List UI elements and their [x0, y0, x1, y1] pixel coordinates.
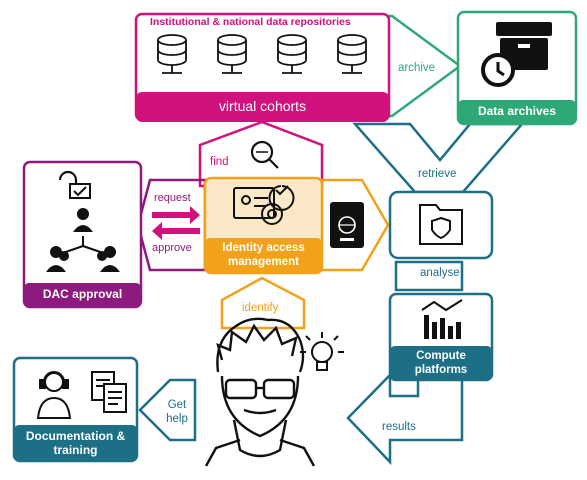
edge-find: find: [210, 156, 229, 168]
repositories-label: Institutional & national data repositori…: [150, 16, 351, 28]
edge-get-help: Get help: [166, 399, 188, 425]
documentation-bar: [14, 425, 137, 461]
documents-icon: [91, 371, 127, 413]
results-connector: [346, 371, 464, 466]
database-icon: [337, 34, 367, 74]
data-archives-label: Data archives: [477, 104, 557, 118]
virtual-cohorts-label: virtual cohorts: [218, 98, 307, 114]
edge-archive: archive: [398, 62, 436, 74]
id-card-icon: [233, 187, 275, 219]
data-archives-bar: [458, 100, 576, 124]
database-icon: [277, 34, 307, 74]
checkbox-icon: [69, 183, 91, 199]
folder-shield-icon: [419, 204, 463, 245]
researcher-icon: [204, 317, 316, 467]
passport-icon: [330, 202, 364, 248]
iam-label: Identity access management: [222, 242, 305, 268]
swap-arrows-icon: [152, 206, 200, 240]
dac-approval-label: DAC approval: [42, 287, 123, 301]
edge-analyse: analyse: [420, 267, 460, 279]
iam-bar: [205, 238, 322, 273]
virtual-cohorts-bar: [136, 92, 389, 122]
edge-approve: approve: [152, 242, 192, 254]
bar-chart-icon: [421, 299, 463, 339]
compute-label: Compute platforms: [414, 350, 468, 376]
find-connector: [198, 120, 324, 188]
iam-connector: [320, 178, 390, 272]
gethelp-connector: [138, 378, 197, 442]
retrieve-connector: [352, 122, 525, 194]
compute-bar: [390, 346, 492, 380]
edge-retrieve: retrieve: [418, 168, 457, 180]
gear-icon: [261, 185, 295, 225]
database-icon: [157, 34, 187, 74]
edge-request: request: [154, 192, 191, 204]
edge-identify: identify: [242, 302, 279, 314]
dac-bar: [24, 283, 141, 307]
secure-folder-box: [388, 190, 494, 260]
analyse-connector: [394, 260, 464, 292]
people-hierarchy-icon: [46, 208, 120, 272]
lightbulb-icon: [300, 332, 344, 371]
edge-results: results: [382, 421, 416, 433]
search-icon: [250, 140, 279, 169]
documentation-label: Documentation & training: [25, 429, 126, 457]
history-icon: [481, 53, 515, 87]
lock-open-icon: [58, 170, 78, 184]
headset-person-icon: [36, 371, 72, 419]
database-icon: [217, 34, 247, 74]
